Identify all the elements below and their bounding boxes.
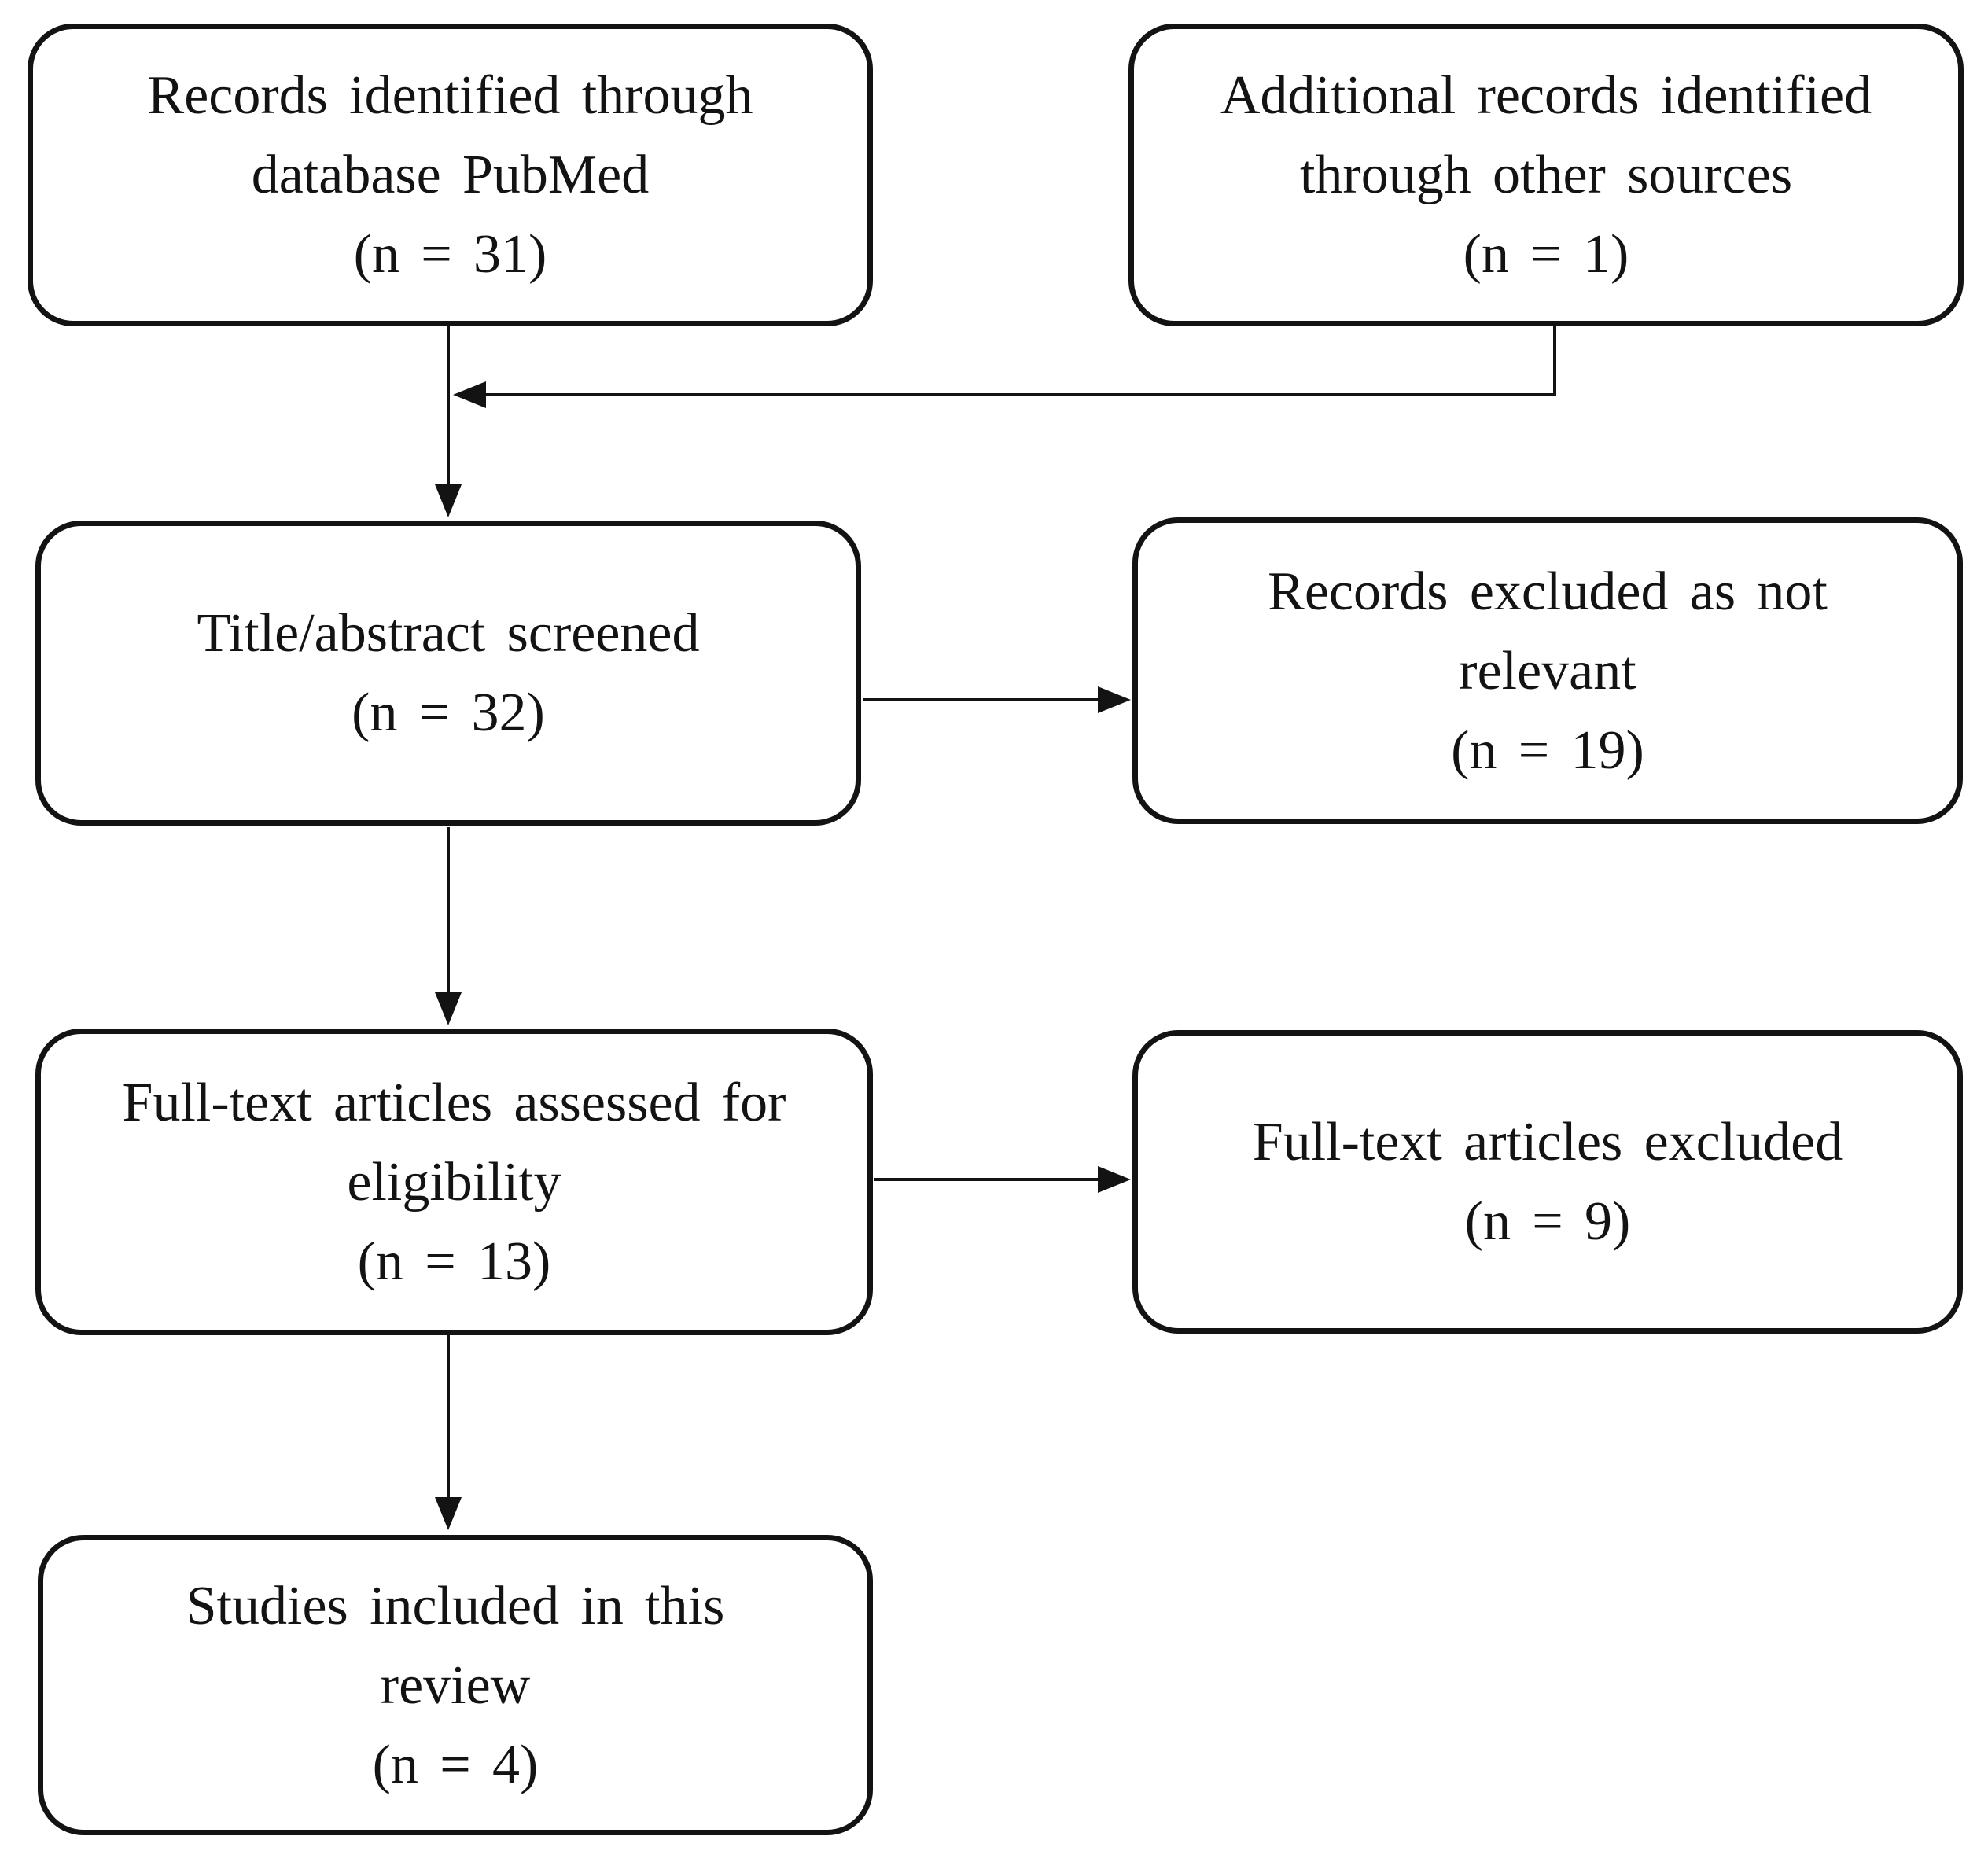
edge-fulltext-assessed-to-fulltext-excluded [874, 1166, 1131, 1193]
node-line: (n = 19) [1451, 719, 1644, 781]
node-line: (n = 4) [372, 1734, 539, 1795]
node-line: Records excluded as not [1268, 561, 1828, 622]
node-line: Title/abstract screened [197, 603, 700, 664]
edge-fulltext-assessed-to-studies-included [435, 1335, 462, 1530]
arrowhead-down-icon [435, 992, 462, 1025]
arrowhead-right-icon [1098, 1166, 1131, 1193]
node-title-abstract-screened: Title/abstract screened (n = 32) [35, 521, 861, 826]
node-additional-records: Additional records identified through ot… [1128, 24, 1964, 326]
node-line: Full-text articles assessed for [122, 1072, 786, 1133]
node-line: through other sources [1299, 145, 1793, 205]
node-line: (n = 1) [1463, 224, 1629, 285]
edge-title-abstract-to-records-excluded [863, 686, 1131, 713]
node-records-identified: Records identified through database PubM… [28, 24, 873, 326]
node-records-excluded: Records excluded as not relevant (n = 19… [1132, 517, 1963, 824]
edge-records-identified-to-title-abstract [435, 326, 462, 517]
node-line: review [380, 1654, 531, 1716]
node-line: Studies included in this [186, 1575, 725, 1636]
node-line: Additional records identified [1220, 65, 1872, 126]
arrowhead-down-icon [435, 1497, 462, 1530]
node-line: relevant [1459, 640, 1636, 701]
arrowhead-right-icon [1098, 686, 1131, 713]
node-line: (n = 32) [352, 683, 545, 743]
node-line: (n = 31) [353, 224, 547, 285]
node-studies-included: Studies included in this review (n = 4) [38, 1535, 873, 1835]
edge-additional-records-to-title-abstract [453, 326, 1556, 408]
node-line: database PubMed [251, 145, 650, 205]
node-line: Full-text articles excluded [1252, 1112, 1843, 1172]
node-fulltext-assessed: Full-text articles assessed for eligibil… [35, 1029, 873, 1335]
arrowhead-left-icon [453, 381, 486, 408]
arrowhead-down-icon [435, 484, 462, 517]
node-fulltext-excluded: Full-text articles excluded (n = 9) [1132, 1030, 1963, 1334]
edge-title-abstract-to-fulltext-assessed [435, 827, 462, 1025]
node-line: (n = 13) [357, 1231, 551, 1292]
node-line: Records identified through [147, 65, 753, 126]
edge-line [483, 326, 1556, 396]
node-line: eligibility [347, 1151, 561, 1213]
node-line: (n = 9) [1464, 1191, 1631, 1252]
